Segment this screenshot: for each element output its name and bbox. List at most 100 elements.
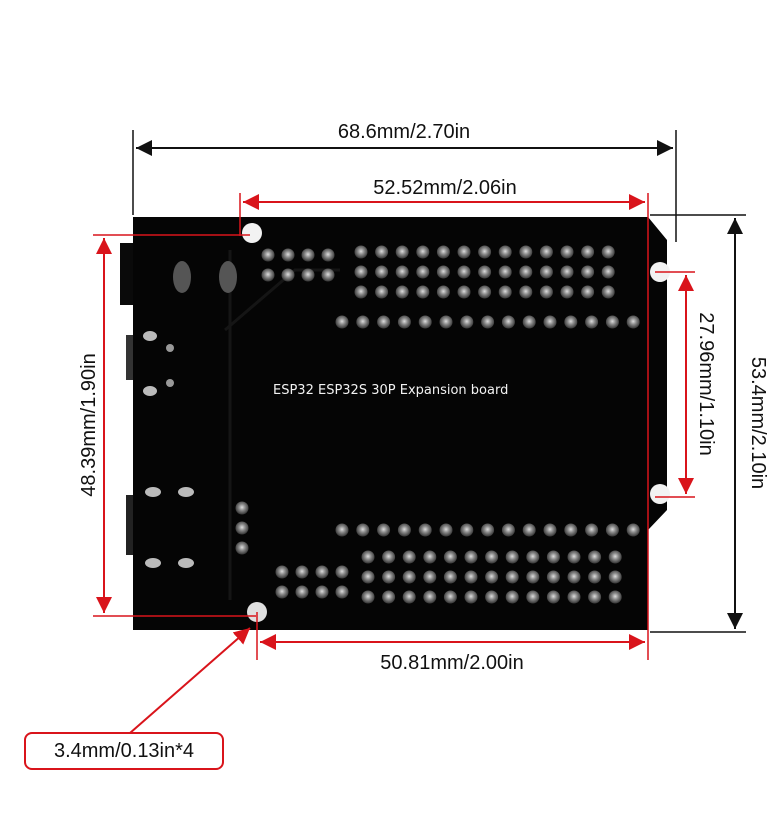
pin-pad xyxy=(560,265,574,279)
pin-pad xyxy=(522,523,536,537)
pin-pad xyxy=(485,590,499,604)
board-label: ESP32 ESP32S 30P Expansion board xyxy=(273,383,508,398)
pin-pad xyxy=(581,285,595,299)
pin-pad xyxy=(478,265,492,279)
pin-pad xyxy=(501,315,515,329)
pin-pad xyxy=(395,245,409,259)
pin-pad xyxy=(608,550,622,564)
pin-pad xyxy=(567,570,581,584)
pin-pad xyxy=(382,590,396,604)
pin-pad xyxy=(605,523,619,537)
led-pad xyxy=(219,261,237,293)
smd-pad xyxy=(178,558,194,568)
pin-pad xyxy=(564,315,578,329)
pin-pad xyxy=(301,248,315,262)
pin-pad xyxy=(601,245,615,259)
pin-pad xyxy=(443,570,457,584)
pin-pad xyxy=(588,590,602,604)
pin-pad xyxy=(261,248,275,262)
svg-text:48.39mm/1.90in: 48.39mm/1.90in xyxy=(78,353,100,496)
smd-pad xyxy=(143,331,157,341)
pin-pad xyxy=(418,523,432,537)
pin-pad xyxy=(457,245,471,259)
pin-pad xyxy=(261,268,275,282)
pin-pad xyxy=(567,590,581,604)
pin-pad xyxy=(361,570,375,584)
pin-pad xyxy=(361,550,375,564)
pin-pad xyxy=(375,245,389,259)
svg-text:68.6mm/2.70in: 68.6mm/2.70in xyxy=(338,121,470,143)
pin-pad xyxy=(460,523,474,537)
pin-pad xyxy=(397,315,411,329)
pin-pad xyxy=(295,565,309,579)
pin-pad xyxy=(443,590,457,604)
pin-pad xyxy=(315,565,329,579)
pin-pad xyxy=(356,523,370,537)
dim-overall-height: 53.4mm/2.10in xyxy=(650,214,769,633)
dim-hole-span-right: 27.96mm/1.10in xyxy=(655,271,717,498)
pin-pad xyxy=(416,265,430,279)
pin-pad xyxy=(418,315,432,329)
pin-pad xyxy=(335,585,349,599)
pin-pad xyxy=(498,265,512,279)
pin-headers xyxy=(235,245,640,604)
pin-pad xyxy=(321,248,335,262)
pin-pad xyxy=(608,590,622,604)
via xyxy=(166,379,174,387)
pin-pad xyxy=(395,265,409,279)
pin-pad xyxy=(505,590,519,604)
pcb-outline xyxy=(133,217,667,630)
pin-pad xyxy=(526,570,540,584)
pin-pad xyxy=(402,550,416,564)
pin-pad xyxy=(295,585,309,599)
pin-pad xyxy=(354,285,368,299)
pin-pad xyxy=(481,523,495,537)
pin-pad xyxy=(588,570,602,584)
pin-pad xyxy=(539,285,553,299)
pin-pad xyxy=(439,315,453,329)
pin-pad xyxy=(397,523,411,537)
pin-pad xyxy=(505,550,519,564)
pin-pad xyxy=(335,315,349,329)
pin-pad xyxy=(281,268,295,282)
pin-pad xyxy=(315,585,329,599)
pin-pad xyxy=(301,268,315,282)
pin-pad xyxy=(375,265,389,279)
pin-pad xyxy=(539,245,553,259)
pin-pad xyxy=(501,523,515,537)
pin-pad xyxy=(377,315,391,329)
mounting-hole xyxy=(650,484,670,504)
pin-pad xyxy=(526,550,540,564)
pin-pad xyxy=(402,590,416,604)
pin-pad xyxy=(464,570,478,584)
dim-hole-span-left: 48.39mm/1.90in xyxy=(78,234,256,617)
pin-pad xyxy=(402,570,416,584)
led-pad xyxy=(173,261,191,293)
pin-pad xyxy=(485,570,499,584)
pin-pad xyxy=(464,550,478,564)
via xyxy=(166,344,174,352)
pin-pad xyxy=(560,245,574,259)
pin-pad xyxy=(581,245,595,259)
smd-pad xyxy=(143,386,157,396)
smd-pad xyxy=(145,487,161,497)
pin-pad xyxy=(416,245,430,259)
pin-pad xyxy=(321,268,335,282)
pin-pad xyxy=(375,285,389,299)
pin-pad xyxy=(423,570,437,584)
pin-pad xyxy=(436,245,450,259)
pin-pad xyxy=(543,315,557,329)
pin-pad xyxy=(356,315,370,329)
pin-pad xyxy=(382,550,396,564)
pin-pad xyxy=(457,265,471,279)
pin-pad xyxy=(526,590,540,604)
pin-pad xyxy=(416,285,430,299)
dim-hole-span-bottom: 50.81mm/2.00in xyxy=(256,612,645,674)
smd-pad xyxy=(145,558,161,568)
pin-pad xyxy=(377,523,391,537)
mounting-hole xyxy=(242,223,262,243)
pin-pad xyxy=(478,245,492,259)
pin-pad xyxy=(601,285,615,299)
svg-text:50.81mm/2.00in: 50.81mm/2.00in xyxy=(380,652,523,674)
pin-pad xyxy=(601,265,615,279)
